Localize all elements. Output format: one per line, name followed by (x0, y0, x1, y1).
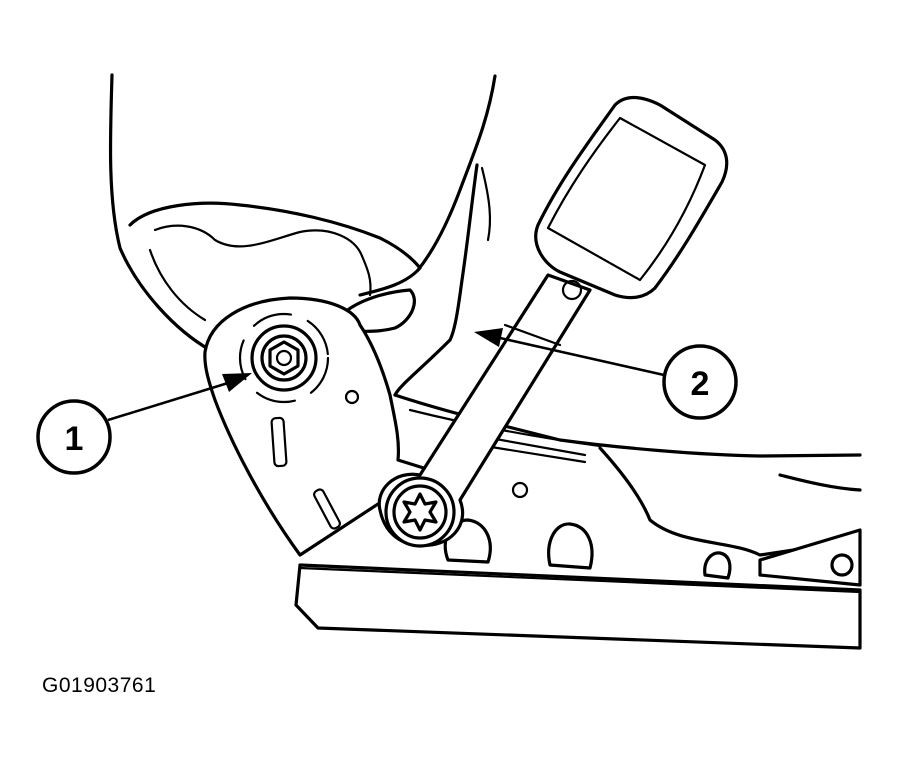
rail-hole (511, 481, 529, 499)
recliner-handle (377, 95, 729, 548)
pivot-bolt (238, 312, 330, 404)
arrow-2-head (474, 328, 503, 347)
callout-2: 2 (662, 344, 738, 420)
arrow-1-head (222, 373, 252, 392)
callout-2-label: 2 (691, 365, 710, 403)
rail-bolt (830, 553, 854, 577)
seat-side-trim (108, 73, 497, 397)
bracket-slot-lower (313, 488, 341, 530)
rail-tooth-2 (547, 522, 594, 570)
leader-lines (107, 328, 665, 422)
bracket-slot-upper (270, 416, 288, 468)
bracket-hole (344, 389, 360, 405)
seat-cushion (128, 201, 422, 333)
seat-rail (294, 393, 862, 650)
callout-1: 1 (36, 399, 112, 475)
rail-tooth-3 (703, 551, 732, 580)
figure-code: G01903761 (42, 674, 157, 697)
callout-1-label: 1 (65, 420, 84, 458)
torx-screw-icon (402, 492, 438, 532)
